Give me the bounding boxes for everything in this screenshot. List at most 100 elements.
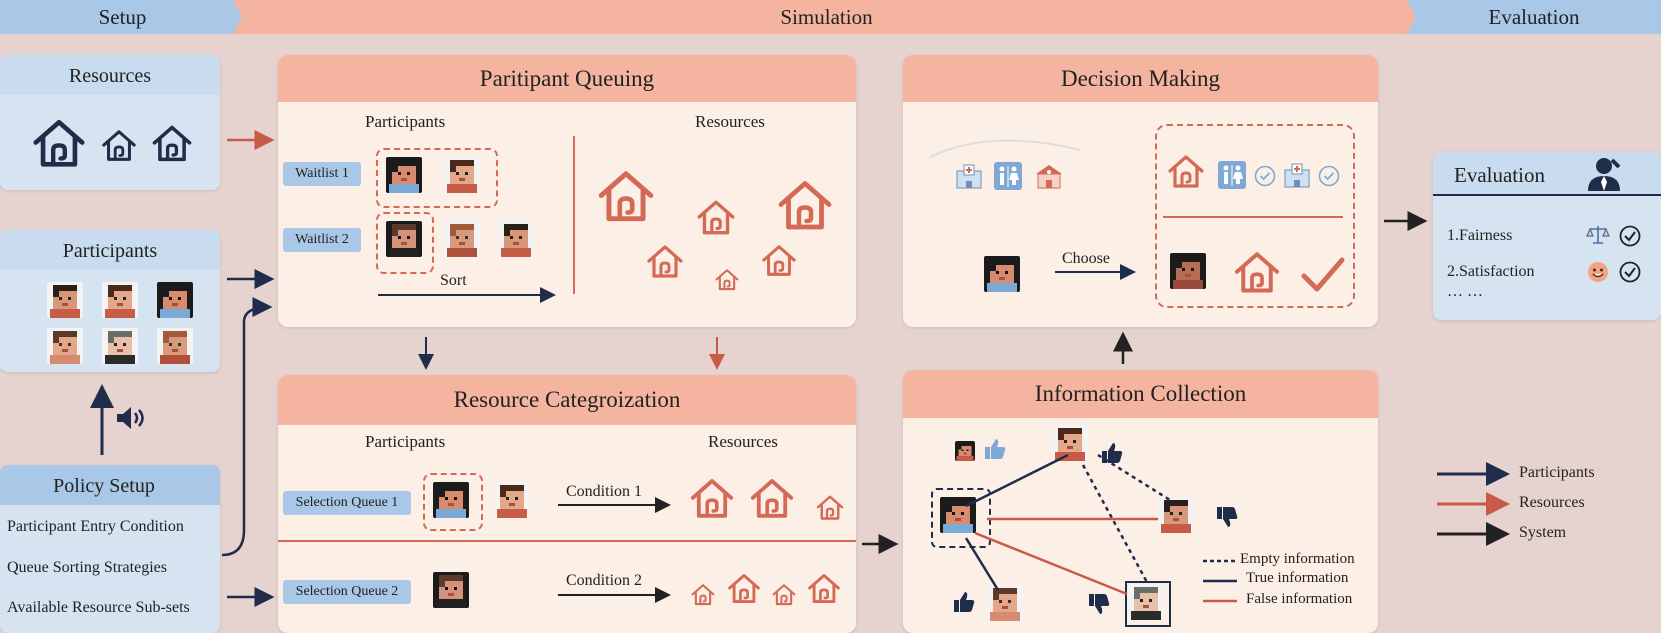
thumbs-up-icon	[1100, 441, 1124, 470]
legend-participants: Participants	[1519, 464, 1595, 481]
policy-item: Queue Sorting Strategies	[7, 559, 167, 576]
participants-title: Participants	[62, 240, 158, 262]
house-icon	[30, 115, 88, 178]
check-circle-icon	[1318, 165, 1340, 192]
house-icon	[688, 475, 736, 528]
thumbs-down-icon	[1215, 505, 1239, 534]
house-icon	[150, 122, 194, 171]
judge-icon	[1585, 156, 1623, 197]
waitlist-2-selection	[376, 212, 434, 274]
decision-choice-box	[1155, 124, 1355, 308]
avatar-icon	[1158, 497, 1194, 533]
avatar-icon	[157, 282, 193, 318]
condition-2-label: Condition 2	[566, 572, 643, 589]
house-icon	[815, 493, 845, 528]
avatar-icon	[386, 157, 422, 193]
sort-label: Sort	[440, 272, 467, 289]
hospital-icon	[1282, 160, 1312, 195]
waitlist-1: Waitlist 1	[283, 162, 361, 186]
house-icon	[1232, 248, 1282, 303]
avatar-icon	[102, 328, 138, 364]
legend-system: System	[1519, 524, 1567, 541]
evaluation-title: Evaluation	[1454, 163, 1545, 187]
avatar-icon	[940, 497, 976, 533]
avatar-icon	[955, 441, 975, 461]
house-icon	[645, 242, 685, 287]
house-icon	[771, 582, 797, 613]
thumbs-up-icon	[983, 437, 1007, 466]
categorization-resources-label: Resources	[708, 432, 778, 451]
avatar-icon	[1170, 253, 1206, 289]
avatar-icon	[1052, 425, 1088, 461]
avatar-icon	[444, 221, 480, 257]
smiley-icon	[1587, 261, 1609, 288]
info-legend-true: True information	[1246, 570, 1349, 586]
hospital-icon	[954, 161, 984, 196]
resources-box: Resources	[0, 55, 220, 190]
queuing-title: Paritipant Queuing	[278, 55, 856, 102]
categorization-participants-label: Participants	[365, 432, 446, 451]
avatar-icon	[498, 221, 534, 257]
thumbs-up-icon	[952, 590, 976, 619]
avatar-icon	[386, 221, 422, 257]
house-icon	[714, 267, 740, 298]
legend-resources: Resources	[1519, 494, 1585, 511]
participant-queuing-card: Paritipant Queuing	[278, 55, 856, 327]
avatar-icon	[984, 256, 1020, 292]
participants-box: Participants	[0, 230, 220, 372]
metric-fairness: 1.Fairness	[1447, 227, 1513, 244]
house-icon	[760, 242, 798, 285]
categorization-title: Resource Categroization	[278, 375, 856, 425]
decision-title: Decision Making	[903, 55, 1378, 102]
avatar-icon	[47, 328, 83, 364]
queuing-participants-label: Participants	[365, 112, 446, 131]
check-circle-icon	[1254, 165, 1276, 192]
restroom-icon	[993, 161, 1023, 196]
house-icon	[100, 127, 138, 170]
avatar-icon	[102, 282, 138, 318]
check-circle-icon	[1619, 261, 1641, 288]
metric-satisfaction: 2.Satisfaction	[1447, 263, 1535, 280]
waitlist-2: Waitlist 2	[283, 228, 361, 252]
queue-1-selection	[423, 473, 483, 531]
scales-icon	[1585, 224, 1611, 251]
metric-more: … …	[1447, 283, 1483, 300]
school-icon	[1034, 161, 1064, 196]
info-legend-empty: Empty information	[1240, 551, 1355, 567]
decision-making-card: Decision Making	[903, 55, 1378, 327]
info-legend-false: False information	[1246, 591, 1353, 607]
policy-item: Available Resource Sub-sets	[7, 599, 190, 616]
check-circle-icon	[1619, 225, 1641, 252]
avatar-icon	[47, 282, 83, 318]
resources-title: Resources	[68, 65, 152, 87]
queuing-resources-label: Resources	[695, 112, 765, 131]
evaluation-box: Evaluation 1.Fairness 2.Satisfaction … …	[1433, 152, 1661, 320]
speaker-icon	[115, 405, 147, 436]
selection-queue-1: Selection Queue 1	[283, 491, 411, 515]
house-icon	[595, 166, 657, 233]
choose-label: Choose	[1062, 250, 1110, 267]
thumbs-down-icon	[1087, 592, 1111, 621]
simulation-banner: Simulation	[233, 0, 1420, 34]
avatar-icon	[444, 157, 480, 193]
avatar-icon	[1128, 584, 1164, 620]
policy-title: Policy Setup	[53, 475, 155, 497]
policy-item: Participant Entry Condition	[7, 518, 184, 535]
house-icon	[695, 197, 737, 244]
waitlist-1-selection	[376, 148, 498, 208]
condition-1-label: Condition 1	[566, 483, 643, 500]
house-icon	[690, 582, 716, 613]
policy-to-queuing-arrow	[221, 297, 273, 557]
avatar-icon	[494, 482, 530, 518]
policy-box: Policy Setup Participant Entry Condition…	[0, 465, 220, 633]
house-icon	[748, 475, 796, 528]
information-title: Information Collection	[903, 370, 1378, 418]
house-icon	[726, 571, 762, 612]
house-icon	[775, 176, 835, 241]
avatar-icon	[157, 328, 193, 364]
house-icon	[1166, 152, 1206, 197]
restroom-icon	[1217, 160, 1247, 195]
selection-queue-2: Selection Queue 2	[283, 580, 411, 604]
avatar-icon	[433, 572, 469, 608]
